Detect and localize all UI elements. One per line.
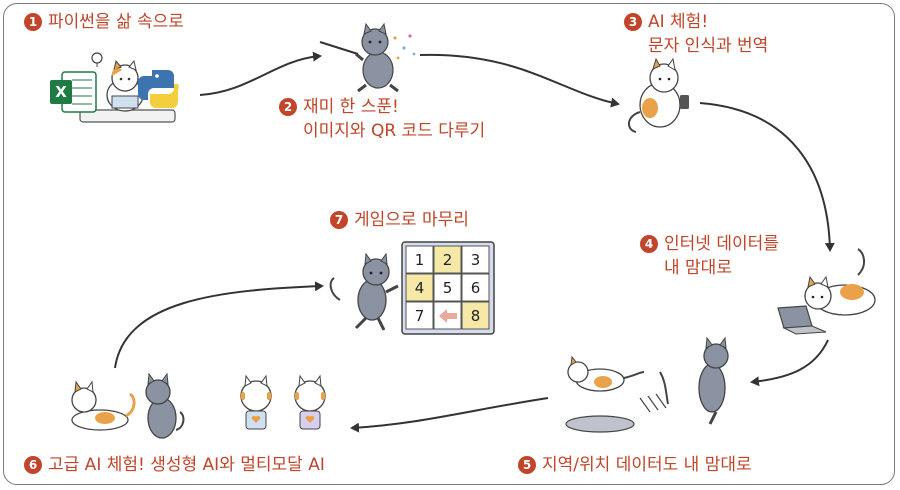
- jumping-cat-white: [567, 355, 645, 392]
- puzzle-tile-number: 7: [415, 307, 425, 325]
- puzzle-tile: [461, 273, 490, 302]
- puzzle-tile-number: 4: [415, 279, 425, 297]
- motion-lines: [639, 393, 667, 413]
- laptop-icon: [777, 305, 827, 335]
- step-7-label: 7 게임으로 마무리: [330, 208, 469, 232]
- step-4-subtitle: 내 맘대로: [664, 258, 732, 278]
- step-1-label: 1 파이썬을 삶 속으로: [24, 10, 184, 34]
- puzzle-tile: [405, 301, 434, 330]
- phone-icon: [680, 95, 689, 109]
- puzzle-tile: [405, 273, 434, 302]
- puzzle-tile-number: 5: [443, 279, 453, 297]
- step-4-label: 4 인터넷 데이터를 내 맘대로: [640, 232, 779, 280]
- excel-icon: X: [50, 71, 97, 113]
- arrow-4-to-5: [750, 339, 829, 387]
- arrow-2-to-3: [419, 53, 620, 108]
- hole: [565, 415, 635, 433]
- puzzle-tile-number: 3: [471, 251, 481, 269]
- step-2-title: 재미 한 스푼!: [303, 97, 399, 117]
- magic-cat: [355, 22, 399, 93]
- python-icon: [138, 70, 179, 108]
- sparkles-icon: [393, 34, 416, 60]
- phone-cat: [628, 57, 689, 133]
- jumping-cat-gray: [659, 336, 729, 425]
- step-3-label: 3 AI 체험! 문자 인식과 번역: [624, 10, 768, 58]
- puzzle-tile-number: 1: [415, 251, 425, 269]
- step-1-number: 1: [24, 13, 42, 31]
- step-6-number: 6: [24, 456, 42, 474]
- step-4-title: 인터넷 데이터를: [664, 234, 779, 254]
- step-3-number: 3: [624, 13, 642, 31]
- step-6-text: 고급 AI 체험! 생성형 AI와 멀티모달 AI: [48, 455, 325, 475]
- puzzle-tile-number: 8: [471, 307, 481, 325]
- step-2-number: 2: [279, 98, 297, 116]
- step-7-number: 7: [330, 211, 348, 229]
- step-5-label: 5 지역/위치 데이터도 내 맘대로: [518, 453, 752, 477]
- puzzle-tile: [433, 245, 462, 274]
- step-5-number: 5: [518, 456, 536, 474]
- laptop-cat: [804, 275, 876, 316]
- arrow-5-to-6: [350, 397, 549, 433]
- arrow-1-to-2: [199, 51, 322, 96]
- arrow-3-to-4: [699, 102, 835, 252]
- puzzle-tile-number: 2: [443, 251, 453, 269]
- step-7-text: 게임으로 마무리: [354, 210, 469, 230]
- puzzle-tile-number: 6: [471, 279, 481, 297]
- step-5-illustration: [565, 336, 729, 433]
- robot-character-purple: [294, 374, 326, 430]
- step-1-illustration: X: [50, 52, 179, 123]
- robot-character-blue: [240, 374, 272, 430]
- step-3-subtitle: 문자 인식과 번역: [648, 36, 769, 56]
- step-2-label: 2 재미 한 스푼! 이미지와 QR 코드 다루기: [279, 95, 485, 143]
- lying-cat: [71, 380, 136, 431]
- lightbulb-icon: [91, 52, 103, 67]
- excel-letter: X: [55, 83, 67, 101]
- step-4-number: 4: [640, 235, 658, 253]
- puzzle-tile: [405, 245, 434, 274]
- puzzle-tile: [461, 245, 490, 274]
- step-6-illustration: [71, 372, 326, 439]
- step-2-illustration: [319, 22, 416, 93]
- arrow-6-to-7: [114, 281, 324, 369]
- reading-cat: [106, 59, 144, 112]
- puzzle-tile: [433, 273, 462, 302]
- step-5-text: 지역/위치 데이터도 내 맘대로: [542, 455, 752, 475]
- step-3-title: AI 체험!: [648, 12, 709, 32]
- step-2-subtitle: 이미지와 QR 코드 다루기: [303, 121, 486, 141]
- dancing-cat: [329, 252, 399, 331]
- puzzle-tile: [461, 301, 490, 330]
- step-1-text: 파이썬을 삶 속으로: [48, 12, 184, 32]
- step-6-label: 6 고급 AI 체험! 생성형 AI와 멀티모달 AI: [24, 453, 325, 477]
- sitting-gray-cat: [145, 372, 185, 439]
- wand-icon: [319, 41, 359, 55]
- step-4-illustration: [777, 248, 876, 335]
- puzzle-arrow-icon: [439, 309, 457, 323]
- step-3-illustration: [628, 57, 689, 133]
